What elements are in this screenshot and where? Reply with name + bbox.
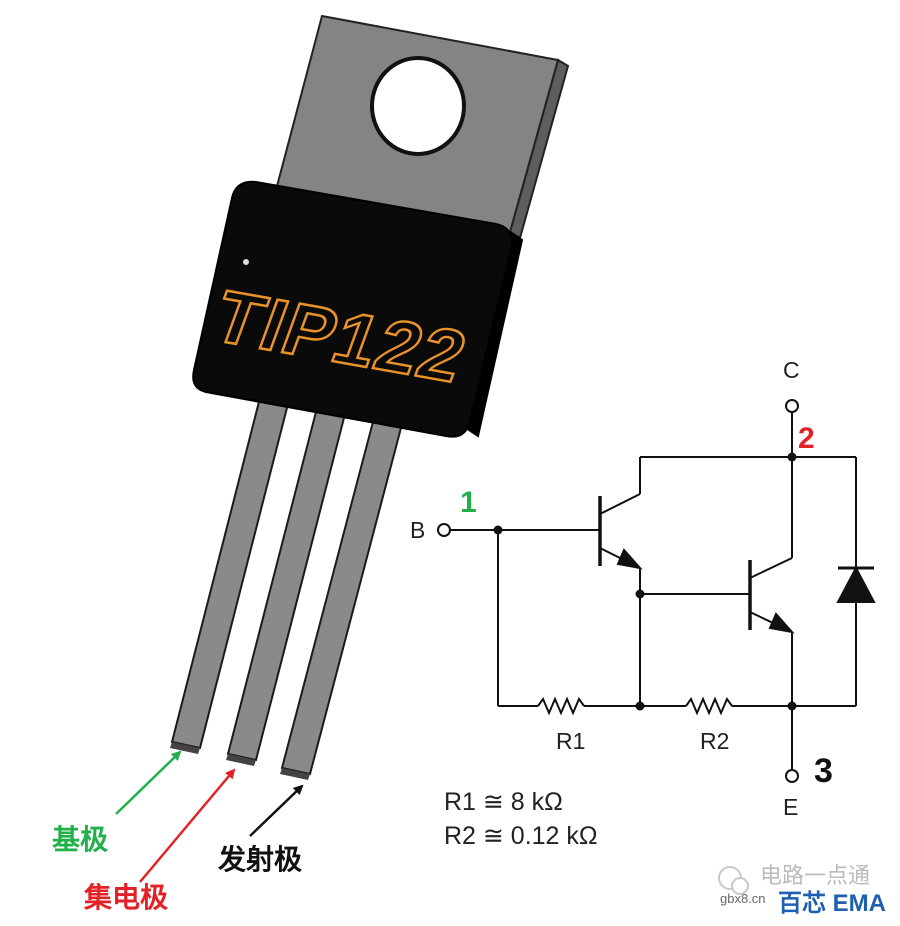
darlington-schematic: [437, 399, 876, 783]
body-face: [192, 180, 514, 438]
pin-number-collector: 2: [798, 422, 815, 455]
resistor-r1: [537, 696, 585, 716]
pin-number-emitter: 3: [814, 752, 833, 790]
pin1-dot: [243, 259, 249, 265]
pin-c-label: C: [783, 357, 800, 383]
wechat-icon: [718, 866, 749, 895]
label-arrows: [115, 750, 304, 883]
label-collector: 集电极: [84, 881, 169, 914]
transistor-q1: [598, 493, 643, 570]
label-emitter: 发射极: [218, 843, 303, 876]
watermark-site: gbx8.cn: [720, 891, 766, 906]
terminal-c: [785, 399, 799, 413]
pin-e-label: E: [783, 794, 799, 820]
label-base: 基极: [52, 823, 109, 856]
arrow-collector: [139, 768, 236, 883]
transistor-q2: [748, 557, 795, 634]
pin-number-base: 1: [460, 486, 477, 519]
mounting-hole: [370, 56, 466, 156]
watermark-brand: 百芯 EMA: [778, 890, 886, 917]
terminal-b: [437, 523, 451, 537]
watermark-text: 电路一点通: [760, 864, 871, 889]
r1-label: R1: [556, 728, 586, 754]
to220-package: [170, 14, 570, 780]
pin-b-label: B: [410, 517, 426, 543]
leads: [170, 388, 404, 780]
arrow-base: [115, 750, 182, 815]
diode: [836, 565, 876, 603]
r2-label: R2: [700, 728, 730, 754]
r1-value: R1 ≅ 8 kΩ: [444, 788, 563, 816]
resistor-r2: [685, 696, 733, 716]
terminal-e: [785, 769, 799, 783]
r2-value: R2 ≅ 0.12 kΩ: [444, 822, 598, 850]
arrow-emitter: [249, 784, 304, 837]
